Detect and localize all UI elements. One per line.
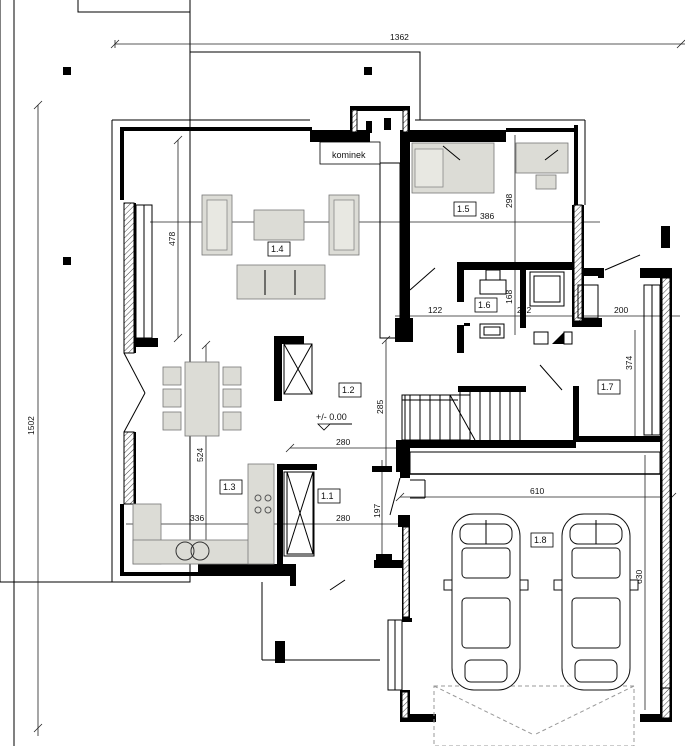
svg-text:1.1: 1.1: [321, 491, 334, 501]
svg-text:386: 386: [480, 211, 494, 221]
svg-text:1502: 1502: [26, 416, 36, 435]
svg-text:478: 478: [167, 232, 177, 246]
svg-text:630: 630: [634, 570, 644, 584]
room-label-1-7: 1.7: [597, 379, 621, 395]
svg-text:298: 298: [504, 194, 514, 208]
hall-furniture: [277, 471, 426, 555]
svg-text:280: 280: [336, 513, 350, 523]
svg-text:524: 524: [195, 448, 205, 462]
svg-text:1.5: 1.5: [457, 204, 470, 214]
svg-text:280: 280: [336, 437, 350, 447]
wall-hatching: [123, 109, 671, 719]
stairs: [401, 392, 521, 441]
coffee-table: [253, 209, 305, 241]
dim-living-depth: 478: [167, 135, 183, 343]
chair: [535, 174, 557, 190]
bay-lines: [123, 254, 641, 661]
svg-text:374: 374: [624, 356, 634, 370]
terrace-outline: [0, 0, 586, 746]
dim-285: 285: [375, 335, 391, 470]
svg-text:122: 122: [428, 305, 442, 315]
shower: [529, 271, 565, 307]
dim-374: 374: [624, 330, 636, 440]
post: [275, 641, 285, 663]
dim-197: 197: [372, 460, 383, 560]
svg-text:197: 197: [372, 504, 382, 518]
dining-furniture: [162, 343, 313, 437]
post: [63, 257, 71, 265]
svg-text:1.2: 1.2: [342, 385, 355, 395]
dining-table: [184, 361, 220, 437]
dim-bedroom-depth: 298: [504, 135, 516, 262]
windows: [135, 162, 661, 691]
svg-text:1.6: 1.6: [478, 300, 491, 310]
garage: [433, 513, 639, 746]
svg-text:1.7: 1.7: [601, 382, 614, 392]
floor-icon: [533, 331, 549, 345]
sink: [479, 323, 505, 339]
sofa: [236, 264, 326, 300]
room-label-1-4: 1.4: [267, 241, 291, 257]
svg-text:+/- 0.00: +/- 0.00: [316, 412, 347, 422]
svg-text:336: 336: [190, 513, 204, 523]
room-label-1-3: 1.3: [219, 479, 243, 495]
bedroom-furniture: [411, 142, 569, 194]
svg-text:200: 200: [614, 305, 628, 315]
kitchen-furniture: [132, 463, 275, 565]
post: [63, 67, 71, 75]
dim-total-width: 1362: [110, 32, 685, 49]
car-left: [443, 513, 529, 691]
dim-280-upper: 280: [285, 437, 400, 453]
room-label-1-6: 1.6: [474, 297, 498, 313]
svg-text:1.3: 1.3: [223, 482, 236, 492]
dim-garage-depth: 630: [634, 455, 646, 710]
svg-text:168: 168: [504, 290, 514, 304]
room-label-1-1: 1.1: [317, 488, 341, 504]
svg-text:kominek: kominek: [332, 150, 366, 160]
room-label-1-2: 1.2: [338, 382, 362, 398]
toilet: [485, 269, 501, 281]
bathroom-fixtures: [479, 269, 573, 345]
level-marker: +/- 0.00: [316, 412, 352, 431]
desk: [515, 142, 569, 174]
post: [661, 226, 670, 248]
svg-text:1.8: 1.8: [534, 535, 547, 545]
car-right: [553, 513, 639, 691]
living-furniture: [201, 194, 360, 300]
fireplace-label: kominek: [319, 141, 381, 165]
svg-text:1362: 1362: [390, 32, 409, 42]
dim-garage-width: 610: [395, 486, 677, 502]
post: [364, 67, 372, 75]
svg-text:285: 285: [375, 400, 385, 414]
svg-text:610: 610: [530, 486, 544, 496]
svg-text:1.4: 1.4: [271, 244, 284, 254]
room-label-1-8: 1.8: [530, 532, 554, 548]
dim-total-depth: 1502: [26, 100, 43, 736]
room-label-1-5: 1.5: [453, 201, 477, 217]
